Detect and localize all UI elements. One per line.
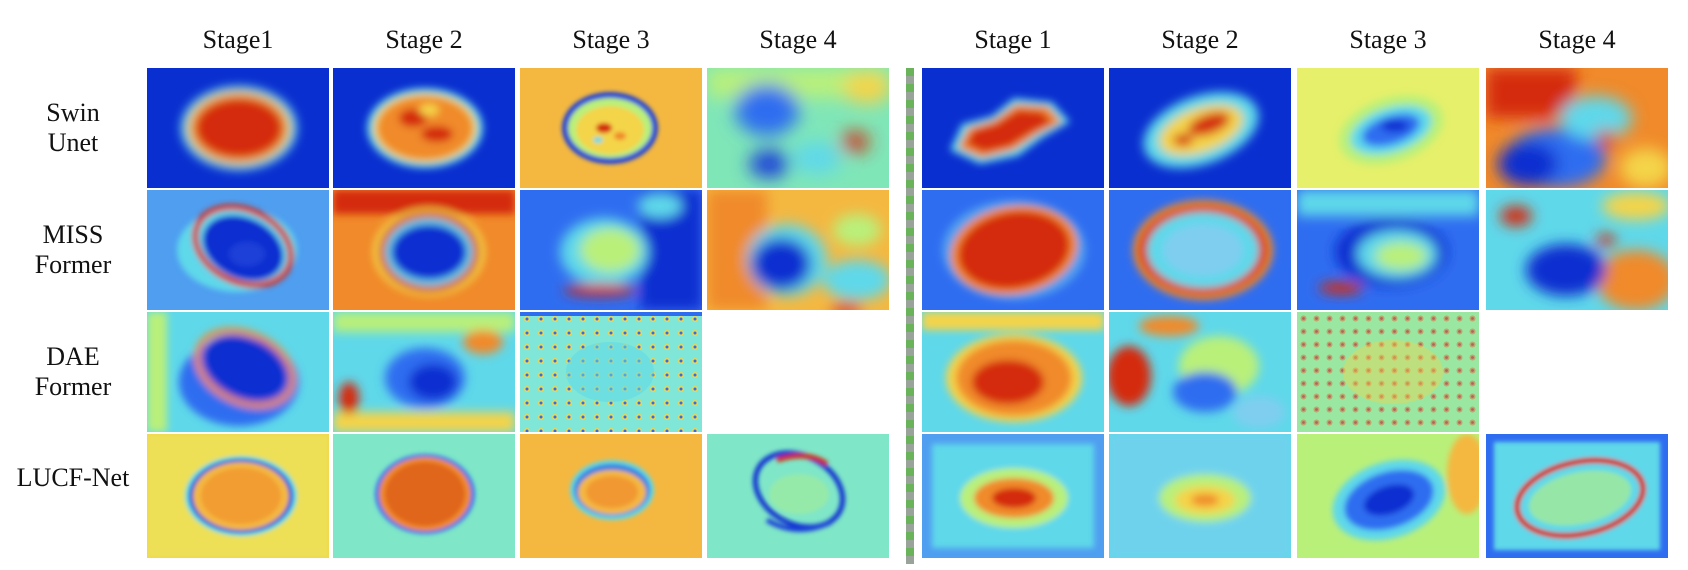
- heatmap-swin-unet-a-stage1: [147, 68, 329, 188]
- heatmap-miss-former-a-stage3: [520, 190, 702, 310]
- row-label-line1: MISS: [42, 220, 104, 249]
- heatmap-lucf-net-b-stage4: [1486, 434, 1668, 558]
- col-header-5: Stage 1: [974, 25, 1052, 54]
- heatmap-miss-former-a-stage2: [333, 190, 515, 310]
- heatmap-dae-former-a-stage3: [520, 312, 702, 432]
- col-header-3: Stage 3: [572, 25, 650, 54]
- heatmap-lucf-net-a-stage3: [520, 434, 702, 558]
- heatmap-miss-former-b-stage4: [1486, 190, 1668, 310]
- row-label-line2: Unet: [47, 128, 99, 157]
- col-header-2: Stage 2: [385, 25, 463, 54]
- row-label-line1: DAE: [46, 342, 100, 371]
- heatmap-lucf-net-b-stage2: [1109, 434, 1291, 558]
- col-header-4: Stage 4: [759, 25, 837, 54]
- col-header-6: Stage 2: [1161, 25, 1239, 54]
- heatmap-swin-unet-a-stage4: [707, 68, 889, 188]
- heatmap-swin-unet-a-stage2: [333, 68, 515, 188]
- row-label-line2: Former: [34, 250, 112, 279]
- row-label-miss-former: MISS Former: [10, 190, 136, 310]
- heatmap-dae-former-b-stage1: [922, 312, 1104, 432]
- row-label-line1: LUCF-Net: [16, 463, 130, 492]
- heatmap-swin-unet-b-stage2: [1109, 68, 1291, 188]
- heatmap-lucf-net-b-stage3: [1297, 434, 1479, 558]
- heatmap-lucf-net-a-stage1: [147, 434, 329, 558]
- heatmap-swin-unet-b-stage1: [922, 68, 1104, 188]
- heatmap-miss-former-b-stage1: [922, 190, 1104, 310]
- col-header-1: Stage1: [202, 25, 274, 54]
- group-divider: [906, 68, 914, 564]
- row-label-dae-former: DAE Former: [10, 312, 136, 432]
- heatmap-swin-unet-a-stage3: [520, 68, 702, 188]
- heatmap-dae-former-b-stage2: [1109, 312, 1291, 432]
- col-header-7: Stage 3: [1349, 25, 1427, 54]
- heatmap-lucf-net-a-stage2: [333, 434, 515, 558]
- row-label-lucf-net: LUCF-Net: [10, 434, 136, 522]
- heatmap-swin-unet-b-stage3: [1297, 68, 1479, 188]
- row-label-line1: Swin: [46, 98, 100, 127]
- heatmap-miss-former-a-stage4: [707, 190, 889, 310]
- col-header-8: Stage 4: [1538, 25, 1616, 54]
- heatmap-miss-former-a-stage1: [147, 190, 329, 310]
- row-label-swin-unet: Swin Unet: [10, 68, 136, 188]
- heatmap-miss-former-b-stage3: [1297, 190, 1479, 310]
- heatmap-dae-former-a-stage1: [147, 312, 329, 432]
- heatmap-dae-former-a-stage2: [333, 312, 515, 432]
- heatmap-lucf-net-b-stage1: [922, 434, 1104, 558]
- row-label-line2: Former: [34, 372, 112, 401]
- heatmap-lucf-net-a-stage4: [707, 434, 889, 558]
- heatmap-dae-former-b-stage3: [1297, 312, 1479, 432]
- heatmap-miss-former-b-stage2: [1109, 190, 1291, 310]
- heatmap-swin-unet-b-stage4: [1486, 68, 1668, 188]
